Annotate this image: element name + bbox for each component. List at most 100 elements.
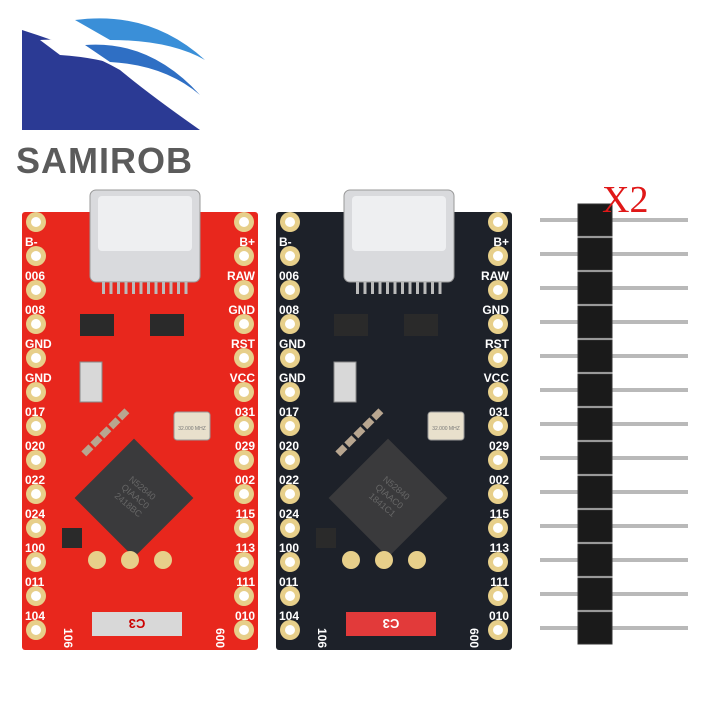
pin-label: 031: [235, 405, 255, 419]
regulator-ic: [404, 314, 438, 336]
crystal: [333, 361, 357, 403]
regulator-ic: [334, 314, 368, 336]
pin-label: VCC: [230, 371, 256, 385]
pin-header: [540, 203, 688, 645]
pin-label: B-: [279, 235, 292, 249]
crystal: [79, 361, 103, 403]
pin-label: 104: [279, 609, 299, 623]
pin-label: 100: [25, 541, 45, 555]
pin-label: 022: [279, 473, 299, 487]
pin-label: GND: [279, 371, 306, 385]
nrf52840-chip: [328, 438, 448, 558]
pin-label: B+: [493, 235, 509, 249]
header-pin: [540, 592, 688, 596]
header-pin: [540, 388, 688, 392]
pin-label: GND: [482, 303, 509, 317]
pin-label: 022: [25, 473, 45, 487]
pin-label: 100: [279, 541, 299, 555]
pin-label: 020: [279, 439, 299, 453]
regulator-ic: [150, 314, 184, 336]
jumper-pads: [346, 612, 436, 636]
capacitor: [353, 426, 366, 439]
pin-label: 017: [25, 405, 45, 419]
via-pad: [88, 551, 106, 569]
pin-label: GND: [279, 337, 306, 351]
crystal-32mhz: [427, 411, 465, 441]
header-pin: [540, 286, 688, 290]
component-label: C3: [383, 616, 400, 631]
via-pad: [408, 551, 426, 569]
pin-label: RAW: [481, 269, 510, 283]
board-red: B-006008GNDGND017020022024100011104B+RAW…: [22, 189, 258, 650]
capacitor: [362, 417, 375, 430]
pin-label: GND: [228, 303, 255, 317]
header-plastic-block: [577, 407, 613, 441]
header-plastic-block: [577, 611, 613, 645]
pin-label: 113: [490, 541, 510, 555]
header-pin: [540, 354, 688, 358]
jumper-pads: [92, 612, 182, 636]
pin-label: 002: [235, 473, 255, 487]
pin-label: 011: [25, 575, 45, 589]
board-black: B-006008GNDGND017020022024100011104B+RAW…: [276, 189, 512, 650]
small-ic: [316, 528, 336, 548]
capacitor: [108, 417, 121, 430]
header-pin: [540, 218, 688, 222]
pin-label: 020: [25, 439, 45, 453]
header-plastic-block: [577, 237, 613, 271]
pin-label: 106: [315, 628, 329, 648]
header-plastic-block: [577, 271, 613, 305]
header-pin: [540, 626, 688, 630]
header-plastic-block: [577, 509, 613, 543]
pin-label: 111: [490, 575, 509, 589]
capacitor: [81, 444, 94, 457]
pin-label: 006: [25, 269, 45, 283]
pin-label: RAW: [227, 269, 256, 283]
crystal-label: 32.000 MHZ: [178, 426, 206, 432]
pin-label: 024: [279, 507, 299, 521]
header-plastic-block: [577, 441, 613, 475]
pin-label: 011: [279, 575, 299, 589]
pin-label: 115: [236, 507, 256, 521]
pin-label: 104: [25, 609, 45, 623]
header-pin: [540, 252, 688, 256]
via-pad: [342, 551, 360, 569]
capacitor: [99, 426, 112, 439]
pin-label: 600: [467, 628, 481, 648]
crystal-label: 32.000 MHZ: [432, 426, 460, 432]
pin-label: 002: [489, 473, 509, 487]
pin-label: 115: [490, 507, 510, 521]
header-plastic-block: [577, 203, 613, 237]
pin-label: VCC: [484, 371, 510, 385]
pin-label: 029: [235, 439, 255, 453]
pin-label: 006: [279, 269, 299, 283]
capacitor: [371, 408, 384, 421]
header-pin: [540, 558, 688, 562]
pin-label: RST: [231, 337, 256, 351]
pin-label: 008: [279, 303, 299, 317]
header-pin: [540, 456, 688, 460]
via-pad: [121, 551, 139, 569]
header-pin: [540, 422, 688, 426]
via-pad: [375, 551, 393, 569]
pin-label: 111: [236, 575, 255, 589]
capacitor: [335, 444, 348, 457]
pin-label: 017: [279, 405, 299, 419]
pin-label: 010: [235, 609, 255, 623]
pin-label: 008: [25, 303, 45, 317]
pin-label: 024: [25, 507, 45, 521]
capacitor: [90, 435, 103, 448]
quantity-label: X2: [602, 179, 649, 221]
pin-label: 010: [489, 609, 509, 623]
header-plastic-block: [577, 577, 613, 611]
header-plastic-block: [577, 475, 613, 509]
component-label: C3: [129, 616, 146, 631]
header-pin: [540, 524, 688, 528]
pin-label: GND: [25, 371, 52, 385]
pin-label: RST: [485, 337, 510, 351]
header-pin: [540, 490, 688, 494]
crystal-32mhz: [173, 411, 211, 441]
header-plastic-block: [577, 339, 613, 373]
